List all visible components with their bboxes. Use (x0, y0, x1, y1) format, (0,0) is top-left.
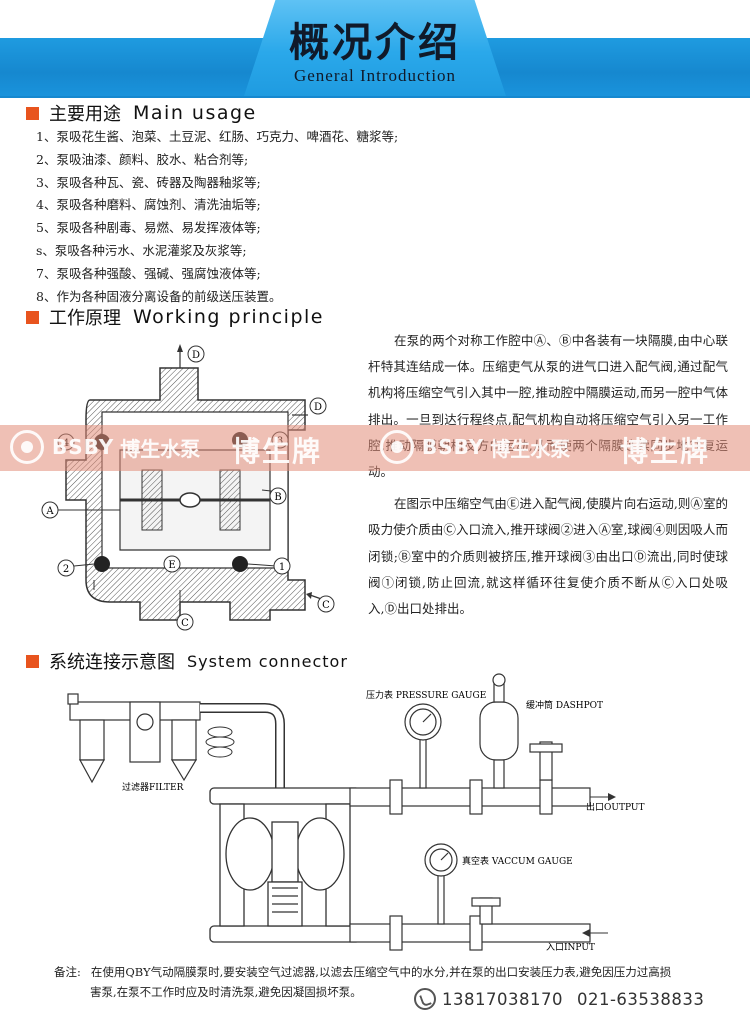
label-B: B (269, 487, 287, 505)
contact-phones: 13817038170 021-63538833 (414, 988, 704, 1010)
phone-icon (414, 988, 436, 1010)
section-header-usage: 主要用途 Main usage (26, 100, 257, 126)
watermark-en: BSBY (52, 435, 115, 459)
watermark-en: BSBY (422, 435, 485, 459)
watermark-big: 博生牌 (232, 435, 323, 468)
svg-text:D: D (192, 350, 200, 361)
brand-logo-icon (380, 430, 414, 464)
svg-text:A: A (45, 506, 54, 517)
page-title: 概况介绍 (289, 20, 461, 66)
list-item: 3、泵吸各种瓦、瓷、砖器及陶器釉浆等; (36, 174, 261, 190)
watermark-big: 博生牌 (620, 435, 711, 468)
principle-paragraph: 在图示中压缩空气由Ⓔ进入配气阀,使膜片向右运动,则Ⓐ室的吸力使介质由Ⓒ入口流入,… (368, 496, 728, 617)
section-title-cn: 系统连接示意图 (49, 652, 175, 673)
section-title-cn: 主要用途 (49, 104, 121, 125)
dashpot-label: 缓冲筒 DASHPOT (526, 699, 603, 711)
label-C-bottom: C (176, 613, 194, 631)
list-item: 8、作为各种固液分离设备的前级送压装置。 (36, 288, 282, 304)
label-2: 2 (57, 559, 75, 577)
inlet-label: 入口INPUT (546, 942, 595, 953)
list-item: s、泵吸各种污水、水泥灌浆及灰浆等; (36, 242, 247, 258)
outlet-label: 出口OUTPUT (586, 801, 644, 813)
air-filter-unit (67, 693, 201, 784)
label-E: E (163, 555, 181, 573)
note-label: 备注: (54, 965, 81, 979)
outlet-line (349, 673, 591, 815)
inlet-line (349, 843, 591, 951)
svg-text:C: C (181, 618, 189, 629)
svg-text:1: 1 (279, 562, 285, 573)
pump-cross-section-diagram: D D B A C C E 1 2 3 4 (41, 344, 335, 631)
header-title-block: 概况介绍 General Introduction (262, 8, 488, 92)
watermark-mid: 博生牌 (232, 430, 322, 470)
section-title-cn: 工作原理 (49, 308, 121, 329)
svg-text:C: C (322, 600, 330, 611)
list-item: 4、泵吸各种磨料、腐蚀剂、清洗油垢等; (36, 197, 261, 213)
note-line-1: 在使用QBY气动隔膜泵时,要安装空气过滤器,以滤去压缩空气中的水分,并在泵的出口… (90, 965, 672, 979)
watermark-left: BSBY 博生水泵 (10, 430, 200, 464)
svg-text:D: D (314, 402, 322, 413)
note-line-2: 害泵,在泵不工作时应及时清洗泵,避免因凝固损坏泵。 (90, 985, 362, 999)
section-bullet-icon (26, 310, 39, 324)
section-title-en: Main usage (133, 102, 257, 124)
phone-number-mobile: 13817038170 (442, 989, 563, 1009)
header-tab (244, 0, 506, 96)
svg-text:B: B (274, 492, 281, 503)
list-item: 5、泵吸各种剧毒、易燃、易发挥液体等; (36, 220, 261, 236)
watermark-cn: 博生水泵 (490, 436, 571, 461)
section-header-connector: 系统连接示意图 System connector (26, 648, 348, 674)
list-item: 1、泵吸花生酱、泡菜、土豆泥、红肠、巧克力、啤酒花、糖浆等; (36, 129, 399, 144)
principle-text: 在泵的两个对称工作腔中Ⓐ、Ⓑ中各装有一块隔膜,由中心联杆特其连结成一体。压缩吏气… (368, 328, 728, 622)
brand-logo-icon (10, 430, 44, 464)
section-bullet-icon (26, 106, 39, 120)
phone-number-landline: 021-63538833 (576, 989, 705, 1009)
section-title-en: Working principle (133, 306, 324, 328)
label-1: 1 (273, 557, 291, 575)
system-connector-diagram: 过滤器FILTER 压 (67, 673, 644, 953)
section-title-en: System connector (187, 651, 348, 671)
footnote: 备注: 在使用QBY气动隔膜泵时,要安装空气过滤器,以滤去压缩空气中的水分,并在泵… (54, 962, 734, 1002)
section-bullet-icon (26, 654, 39, 668)
pressure-gauge-label: 压力表 PRESSURE GAUGE (366, 689, 486, 701)
filter-label: 过滤器FILTER (122, 781, 184, 793)
list-item: 7、泵吸各种强酸、强碱、强腐蚀液体等; (36, 265, 261, 281)
svg-text:E: E (168, 560, 175, 571)
page-subtitle: General Introduction (293, 66, 457, 85)
pump-body (209, 787, 361, 943)
section-header-principle: 工作原理 Working principle (26, 304, 324, 330)
label-C-right: C (317, 595, 335, 613)
label-D-top: D (187, 345, 205, 363)
watermark-cn: 博生水泵 (120, 436, 201, 461)
watermark-far-right: 博生牌 (620, 430, 710, 470)
vacuum-gauge-label: 真空表 VACCUM GAUGE (462, 855, 573, 867)
label-A: A (41, 501, 59, 519)
watermark-right: BSBY 博生水泵 (380, 430, 570, 464)
watermark-band (0, 425, 750, 471)
list-item: 2、泵吸油漆、颜料、胶水、粘合剂等; (36, 151, 249, 167)
svg-text:2: 2 (63, 564, 69, 575)
usage-list: 1、泵吸花生酱、泡菜、土豆泥、红肠、巧克力、啤酒花、糖浆等; 2、泵吸油漆、颜料… (36, 126, 398, 308)
label-D-right: D (309, 397, 327, 415)
